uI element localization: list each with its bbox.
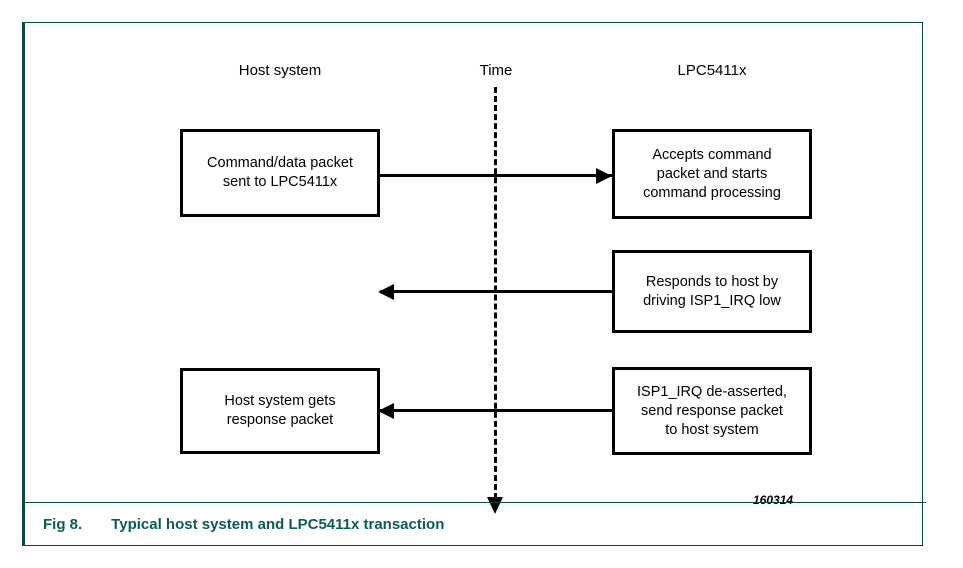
arrow-down-icon [487, 497, 503, 514]
process-box-device-accept: Accepts command packet and starts comman… [612, 129, 812, 219]
timeline-axis [494, 87, 497, 499]
process-box-label: Command/data packet sent to LPC5411x [207, 154, 353, 192]
process-box-line: to host system [665, 421, 759, 438]
process-box-line: Host system gets [224, 393, 336, 409]
process-box-host-receive: Host system gets response packet [180, 368, 380, 454]
process-box-label: Host system gets response packet [224, 392, 335, 430]
process-box-line: driving ISP1_IRQ low [643, 292, 781, 309]
process-box-line: send response packet [641, 402, 783, 419]
artwork-id: 160314 [753, 493, 794, 507]
message-arrow-1 [380, 174, 612, 177]
process-box-line: command processing [643, 184, 781, 201]
process-box-line: Command/data packet [207, 155, 353, 171]
process-box-label: ISP1_IRQ de-asserted, send response pack… [637, 383, 787, 440]
process-box-line: ISP1_IRQ de-asserted, [637, 383, 787, 400]
process-box-device-respond: Responds to host by driving ISP1_IRQ low [612, 250, 812, 333]
message-arrow-3 [380, 409, 612, 412]
figure-caption: Fig 8. Typical host system and LPC5411x … [25, 503, 926, 546]
process-box-line: sent to LPC5411x [222, 174, 338, 190]
figure-frame: Host system Time LPC5411x Command/data p… [22, 22, 926, 546]
column-header-host-system: Host system [238, 62, 322, 79]
process-box-line: Responds to host by [645, 273, 779, 290]
caption-divider [25, 502, 926, 503]
figure-number: Fig 8. [43, 516, 83, 533]
arrow-left-icon [378, 403, 394, 419]
process-box-device-deassert: ISP1_IRQ de-asserted, send response pack… [612, 367, 812, 455]
process-box-label: Responds to host by driving ISP1_IRQ low [643, 273, 781, 311]
process-box-line: Accepts command [652, 146, 772, 163]
figure-title: Typical host system and LPC5411x transac… [111, 516, 445, 533]
arrow-right-icon [596, 168, 612, 184]
arrow-left-icon [378, 284, 394, 300]
process-box-host-send: Command/data packet sent to LPC5411x [180, 129, 380, 217]
message-arrow-2 [380, 290, 612, 293]
process-box-label: Accepts command packet and starts comman… [643, 146, 781, 203]
process-box-line: packet and starts [656, 165, 768, 182]
column-header-lpc5411x: LPC5411x [677, 62, 747, 79]
process-box-line: response packet [226, 412, 334, 428]
column-header-time: Time [479, 62, 513, 79]
